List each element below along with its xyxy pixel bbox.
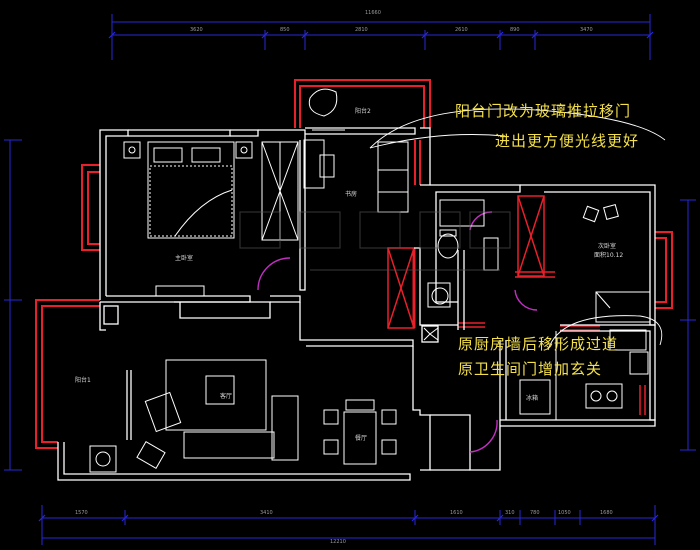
annotation-kitchen-line2: 原卫生间门增加玄关 (458, 360, 603, 378)
annotation-kitchen-line1: 原厨房墙后移形成过道 (458, 335, 619, 353)
room-dining: 餐厅 (355, 434, 367, 442)
dim-top-3: 2810 (355, 27, 368, 33)
dim-top-6: 3470 (580, 27, 593, 33)
dim-top-total: 11660 (365, 10, 381, 16)
dim-bottom-6: 1050 (558, 510, 571, 516)
modified-walls (35, 79, 673, 449)
room-balcony1: 阳台1 (75, 376, 91, 384)
dim-top-4: 2610 (455, 27, 468, 33)
room-living: 客厅 (220, 392, 232, 400)
hatched-walls (387, 195, 646, 415)
annotation-leaders (369, 108, 666, 351)
annotation-balcony-line2: 进出更方便光线更好 (495, 132, 640, 150)
furniture (89, 88, 651, 473)
room-master: 主卧室 (175, 254, 193, 262)
dimension-lines (4, 14, 696, 545)
watermark (239, 211, 511, 271)
dim-top-2: 850 (280, 27, 290, 33)
room-fridge: 冰箱 (526, 394, 538, 402)
room-labels: 阳台2 书房 主卧室 客厅 餐厅 阳台1 次卧室 面积10.12 冰箱 (75, 107, 623, 442)
annotation-balcony-line1: 阳台门改为玻璃推拉移门 (455, 102, 632, 120)
dim-bottom-7: 1680 (600, 510, 613, 516)
dim-top-5: 890 (510, 27, 520, 33)
dimension-labels: 11660 3620 850 2810 2610 890 3470 1570 3… (75, 10, 613, 545)
room-balcony2: 阳台2 (355, 107, 371, 115)
dim-top-1: 3620 (190, 27, 203, 33)
dim-bottom-4: 310 (505, 510, 515, 516)
dim-bottom-total: 12210 (330, 539, 346, 545)
dim-bottom-1: 1570 (75, 510, 88, 516)
room-second-bedroom: 次卧室 (598, 242, 616, 250)
dim-bottom-2: 3410 (260, 510, 273, 516)
dimension-ticks (38, 31, 659, 522)
room-study: 书房 (345, 190, 357, 198)
dim-bottom-3: 1610 (450, 510, 463, 516)
double-bed (147, 141, 235, 239)
dim-bottom-5: 780 (530, 510, 540, 516)
room-second-bedroom-area: 面积10.12 (594, 251, 623, 259)
